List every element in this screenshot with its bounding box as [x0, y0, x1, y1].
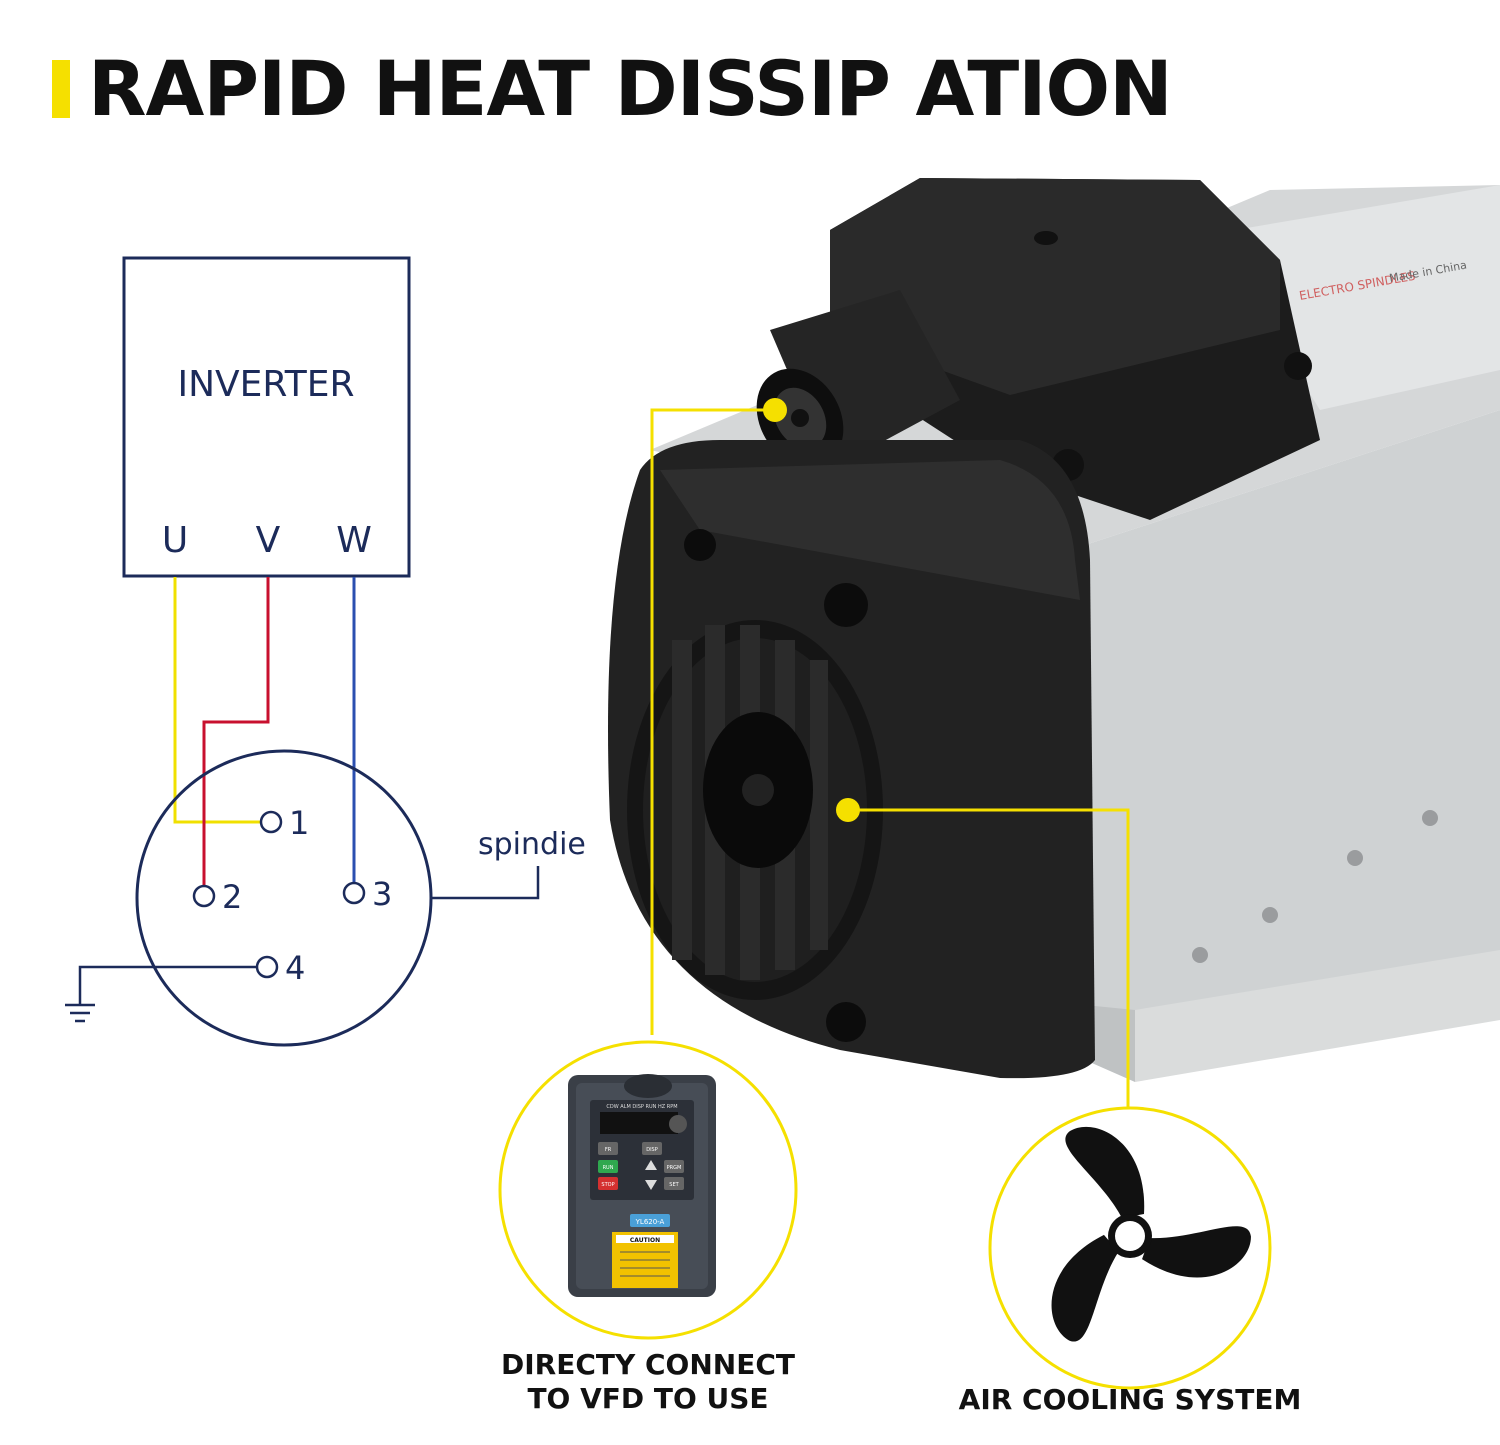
vfd-model: YL620-A: [635, 1218, 665, 1226]
phase-v-label: V: [256, 520, 281, 561]
spindle-label: spindie: [478, 827, 586, 862]
terminal-1: [259, 810, 283, 834]
vfd-key-set: SET: [669, 1182, 679, 1188]
vfd-key-stop: STOP: [601, 1182, 614, 1188]
terminal-3-label: 3: [372, 875, 392, 913]
fan-grille: [627, 620, 883, 1000]
motor-base-plate: [1135, 950, 1500, 1082]
page-title: RAPID HEAT DISSIP ATION: [88, 44, 1173, 133]
terminal-4-label: 4: [285, 949, 305, 987]
terminal-2-label: 2: [222, 878, 242, 916]
terminal-4: [255, 955, 279, 979]
motor-body-side: [1085, 410, 1500, 1080]
vfd-key-run: RUN: [603, 1165, 614, 1171]
phase-u-label: U: [162, 520, 188, 561]
callout-dot-fan: [836, 798, 860, 822]
vfd-key-fr: FR: [605, 1147, 612, 1153]
vfd-indicators: CDW ALM DISP RUN HZ RPM: [606, 1104, 677, 1110]
terminal-1-label: 1: [289, 804, 309, 842]
terminal-3: [342, 881, 366, 905]
spindle-leader: [432, 866, 540, 900]
spindle-terminal-circle: [135, 749, 433, 1047]
title-accent-bar: [52, 60, 70, 118]
vfd-key-disp: DISP: [646, 1147, 658, 1153]
callout-dot-cable: [763, 398, 787, 422]
wire-v-red: [202, 577, 270, 885]
air-cooling-caption: AIR COOLING SYSTEM: [958, 1383, 1302, 1416]
ground-icon: [65, 1003, 95, 1023]
vfd-caution: CAUTION: [630, 1237, 660, 1244]
vfd-feature-caption: DIRECTY CONNECT TO VFD TO USE: [500, 1348, 795, 1415]
callout-lines: [650, 408, 1130, 1108]
inverter-label: INVERTER: [177, 364, 354, 405]
wire-u-yellow: [173, 577, 260, 824]
phase-w-label: W: [336, 520, 372, 561]
ground-wire: [78, 965, 257, 1005]
spindle-motor-image: ELECTRO SPINDLES Made in China: [608, 178, 1500, 1082]
wiring-diagram: INVERTER U V W 1 2 3 4 spindie: [65, 256, 586, 1047]
vfd-icon: CDW ALM DISP RUN HZ RPM FR DISP RUN PRGM…: [568, 1074, 716, 1297]
vfd-key-prgm: PRGM: [667, 1165, 682, 1171]
terminal-2: [192, 884, 216, 908]
inverter-box: [122, 256, 411, 578]
fan-icon: [1051, 1126, 1251, 1342]
